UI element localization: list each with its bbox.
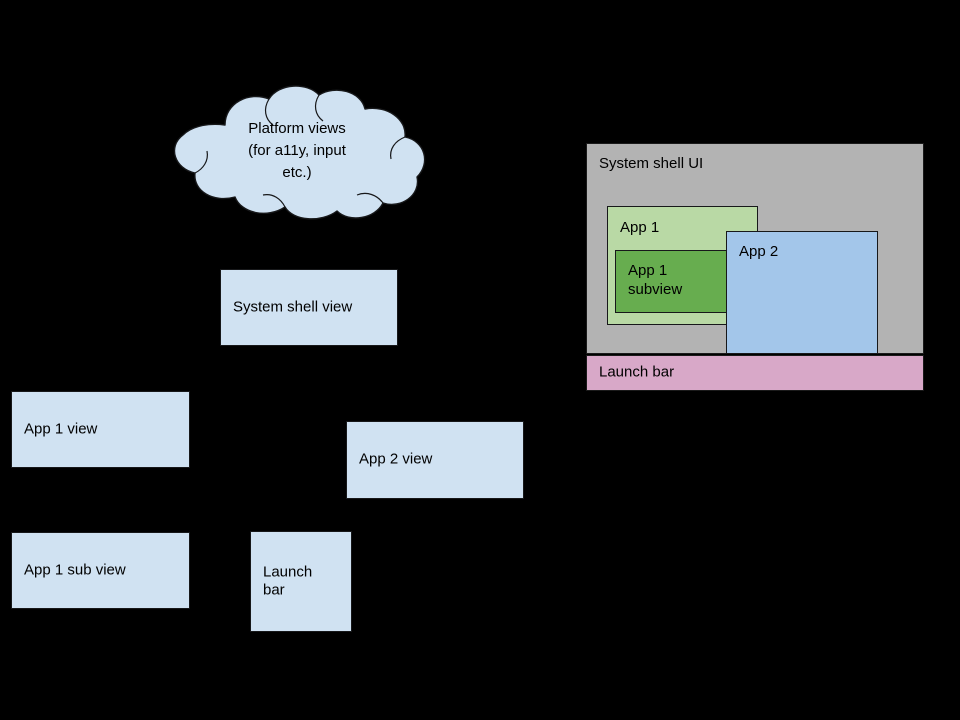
node-launch-bar-view[interactable]: Launch bar — [250, 531, 352, 632]
node-app-2-view[interactable]: App 2 view — [346, 421, 524, 499]
node-app-1-sub-view-label: App 1 sub view — [24, 561, 126, 579]
platform-views-cloud: Platform views (for a11y, input etc.) — [163, 85, 431, 223]
app-2-window-label: App 2 — [739, 243, 779, 260]
system-shell-ui-label: System shell UI — [599, 155, 704, 172]
node-app-2-view-label: App 2 view — [359, 450, 433, 468]
app-1-window-label: App 1 — [620, 219, 660, 236]
node-app-1-view-label: App 1 view — [24, 420, 98, 438]
app-1-subview-window[interactable]: App 1 subview — [615, 250, 727, 313]
node-system-shell-view-label: System shell view — [233, 298, 353, 316]
app-1-subview-window-label: App 1 subview — [628, 262, 683, 298]
node-system-shell-view[interactable]: System shell view — [220, 269, 398, 346]
node-launch-bar-view-label: Launch bar — [263, 562, 313, 599]
launch-bar-strip[interactable]: Launch bar — [586, 355, 924, 391]
node-app-1-view[interactable]: App 1 view — [11, 391, 190, 468]
launch-bar-strip-label: Launch bar — [599, 363, 675, 381]
app-2-window[interactable]: App 2 — [726, 231, 878, 354]
node-app-1-sub-view[interactable]: App 1 sub view — [11, 532, 190, 609]
cloud-shape-icon — [173, 85, 426, 220]
